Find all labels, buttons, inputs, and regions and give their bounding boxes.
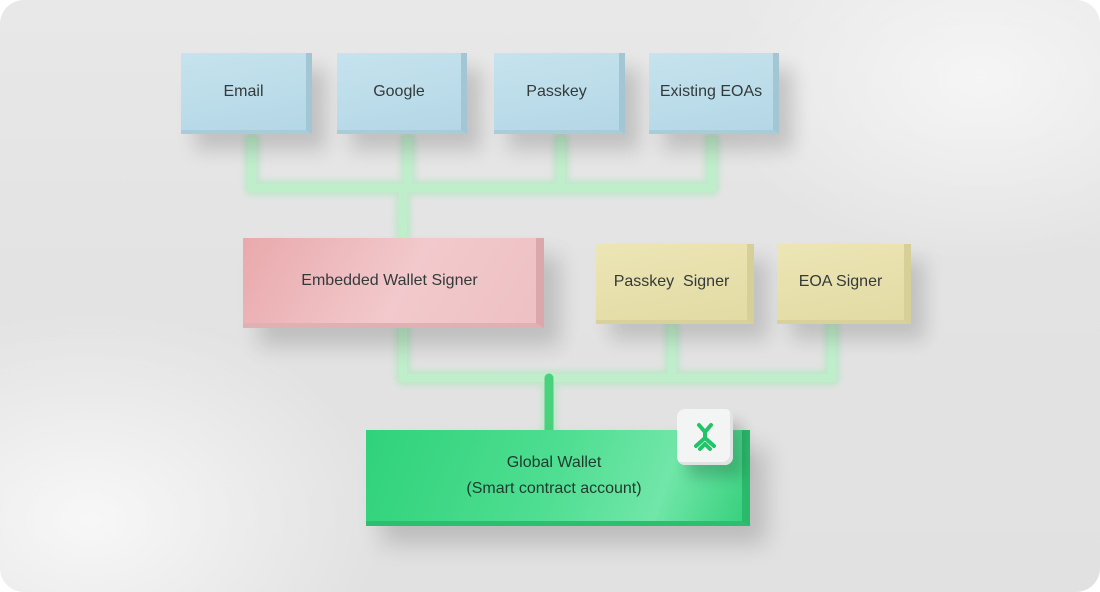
embedded-wallet-signer: Embedded Wallet Signer (243, 238, 544, 328)
source-label: Google (373, 83, 425, 101)
source-label: Existing EOAs (660, 83, 762, 101)
source-passkey: Passkey (494, 53, 625, 134)
source-email: Email (181, 53, 312, 134)
source-existing-eoas: Existing EOAs (649, 53, 779, 134)
logo-mark-icon (689, 421, 721, 453)
signer-label: Passkey Signer (614, 273, 730, 291)
green-bird-logo-icon (677, 409, 733, 465)
wallet-title: Global Wallet (507, 450, 602, 476)
source-label: Email (223, 83, 263, 101)
eoa-signer: EOA Signer (777, 244, 911, 324)
source-label: Passkey (526, 83, 586, 101)
passkey-signer: Passkey Signer (596, 244, 754, 324)
source-google: Google (337, 53, 467, 134)
wallet-subtitle: (Smart contract account) (466, 476, 641, 502)
signer-label: EOA Signer (799, 273, 883, 291)
signer-label: Embedded Wallet Signer (301, 272, 477, 290)
